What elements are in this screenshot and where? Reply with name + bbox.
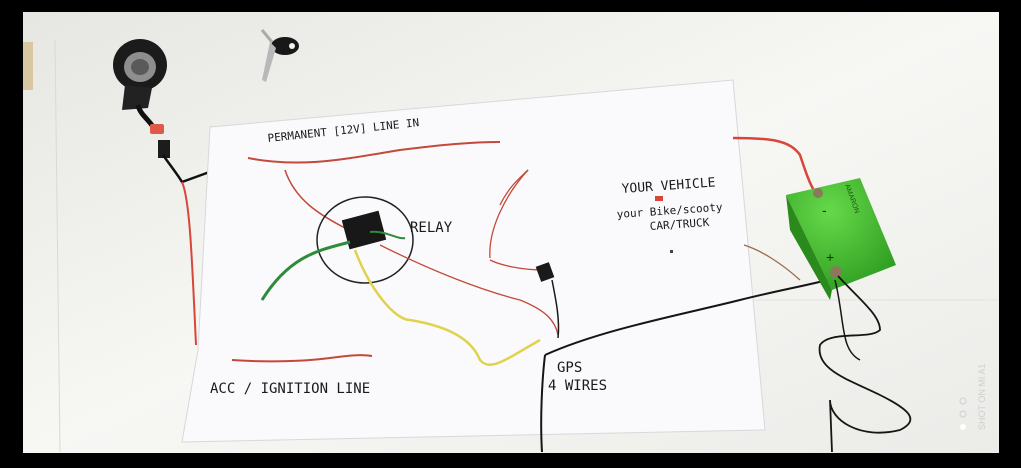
watermark-dot [959,410,967,418]
red-wire-left [181,181,197,346]
watermark-dot [960,424,966,430]
label-your-vehicle: YOUR VEHICLE [621,175,716,197]
wood-piece [23,42,33,90]
board-battery-wire [743,244,801,281]
battery-plus: + [826,249,834,265]
relay-component [341,210,387,250]
gps-connector [535,262,555,282]
camera-watermark: SHOT ON MI A1 [959,364,987,430]
battery-black-wire [834,279,861,361]
gps-connector-wire [551,279,560,339]
battery-black-wire-loop [818,275,912,453]
battery-red-wire [732,136,817,193]
wiring-board [181,79,766,443]
vehicle-wire-loop [489,169,529,259]
label-relay: RELAY [410,220,453,236]
relay-circle-outline [316,196,414,284]
green-wire-stub [369,230,406,240]
relay-gps-wire [379,244,559,336]
red-marker [655,196,663,201]
board-pin [670,250,673,253]
ignition-switch [113,39,216,184]
label-acc-ignition: ACC / IGNITION LINE [210,381,370,397]
green-wire [260,240,351,301]
acc-ignition-wire [231,354,373,363]
battery-minus: - [822,202,827,218]
battery: AMARON - + [786,178,896,300]
desk-seam [54,39,61,453]
gps-battery-wire [544,277,836,356]
ignition-key [260,29,299,82]
gps-down-wire [540,354,546,453]
label-gps: GPS [557,360,582,376]
watermark-dot [959,397,967,405]
label-vehicle-types-2: CAR/TRUCK [649,216,710,233]
watermark-text: SHOT ON MI A1 [977,364,987,430]
relay-feed-wire [284,169,346,229]
label-gps-wires: 4 WIRES [548,378,607,394]
yellow-wire [353,249,541,366]
permanent-line-wire [247,141,501,164]
